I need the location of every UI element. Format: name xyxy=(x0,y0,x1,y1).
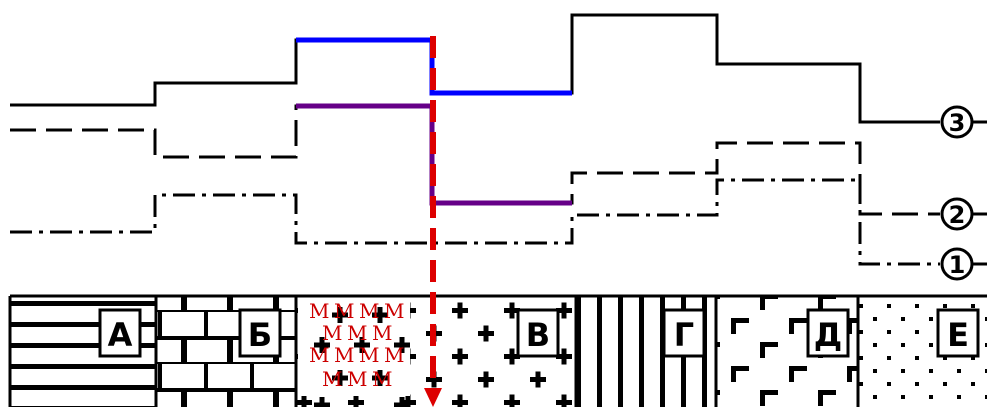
m-glyph: М xyxy=(384,343,404,367)
m-glyph: М xyxy=(347,321,367,345)
unit-label-B: Б xyxy=(248,316,272,354)
m-glyph: М xyxy=(334,343,354,367)
m-glyph: М xyxy=(334,299,354,323)
unit-label-G: Г xyxy=(674,316,694,354)
m-glyph: М xyxy=(309,343,329,367)
profile-line-2 xyxy=(10,106,940,214)
cross-mark xyxy=(400,397,405,407)
m-glyph: М xyxy=(322,321,342,345)
m-glyph: М xyxy=(372,321,392,345)
line-marker-3-label: 3 xyxy=(949,109,966,137)
line-markers: 3 2 1 xyxy=(942,107,987,279)
m-glyph: М xyxy=(359,299,379,323)
m-glyph: М xyxy=(384,299,404,323)
profile-lines xyxy=(10,15,940,264)
unit-label-E: Е xyxy=(947,316,969,354)
m-glyph: М xyxy=(372,367,392,391)
profile-line-3 xyxy=(10,15,940,122)
unit-label-V: В xyxy=(526,316,550,354)
m-glyph: М xyxy=(359,343,379,367)
line-marker-2-label: 2 xyxy=(949,201,966,229)
m-glyph: М xyxy=(322,367,342,391)
line-marker-1-label: 1 xyxy=(949,251,966,279)
cross-mark xyxy=(320,397,325,407)
m-glyph: М xyxy=(309,299,329,323)
m-glyph: М xyxy=(347,367,367,391)
unit-label-D: Д xyxy=(814,316,843,354)
unit-label-A: А xyxy=(108,316,133,354)
profile-line-1 xyxy=(10,180,940,264)
